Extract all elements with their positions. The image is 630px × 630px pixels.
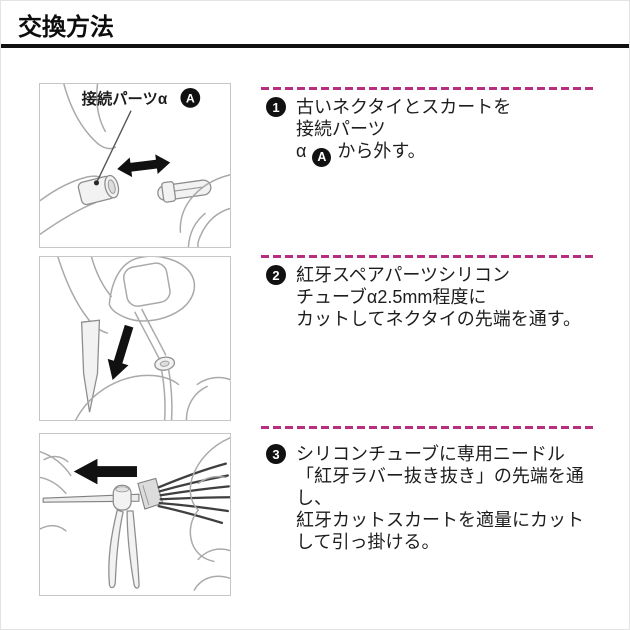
skirt-loop: [126, 510, 140, 589]
step-1-line: 接続パーツ: [296, 119, 386, 139]
silicone-tube-part: [77, 174, 120, 206]
dashed-divider: [261, 255, 594, 258]
tube-ring: [154, 356, 176, 371]
thread-necktie-drawing: [57, 257, 230, 420]
step-2-number: 2: [266, 265, 286, 285]
down-arrow-icon: [107, 324, 134, 381]
page-title: 交換方法: [18, 14, 114, 41]
dashed-divider: [261, 87, 594, 90]
badge-a-icon: A: [312, 147, 332, 167]
step-3-line: して引っ掛ける。: [296, 532, 440, 552]
detach-parts-drawing: 接続パーツα A: [40, 84, 230, 247]
step-2-line: カットしてネクタイの先端を通す。: [296, 309, 581, 329]
step-3-line: 「紅牙ラバー抜き抜き」の先端を通し、: [296, 466, 584, 508]
left-arrow-icon: [73, 458, 137, 485]
step-1-line: 古いネクタイとスカートを: [296, 97, 512, 117]
svg-text:A: A: [186, 91, 195, 105]
necktie-holder-part: [157, 179, 212, 203]
step-2: 2 紅牙スペアパーツシリコン チューブα2.5mm程度に カットしてネクタイの先…: [261, 255, 594, 330]
step-2-line: チューブα2.5mm程度に: [296, 287, 487, 307]
step-3-line: 紅牙カットスカートを適量にカット: [296, 510, 584, 530]
figure-2-illustration: [39, 256, 231, 421]
figure-1-illustration: 接続パーツα A: [39, 83, 231, 248]
step-3-number: 3: [266, 444, 286, 464]
double-arrow-icon: [117, 154, 171, 178]
step-1-number: 1: [266, 97, 286, 117]
necktie-strip: [80, 319, 101, 413]
figure-label: 接続パーツα: [82, 90, 168, 108]
header-rule: [1, 44, 629, 48]
skirt-clip: [137, 477, 164, 510]
step-3: 3 シリコンチューブに専用ニードル 「紅牙ラバー抜き抜き」の先端を通し、 紅牙カ…: [261, 426, 594, 553]
figure-3-illustration: [39, 433, 231, 596]
dashed-divider: [261, 426, 594, 429]
skirt-loop: [108, 509, 124, 589]
hook-skirt-drawing: [40, 437, 230, 591]
badge-a-icon: [180, 87, 201, 108]
step-2-line: 紅牙スペアパーツシリコン: [296, 265, 511, 285]
step-3-line: シリコンチューブに専用ニードル: [296, 444, 565, 464]
